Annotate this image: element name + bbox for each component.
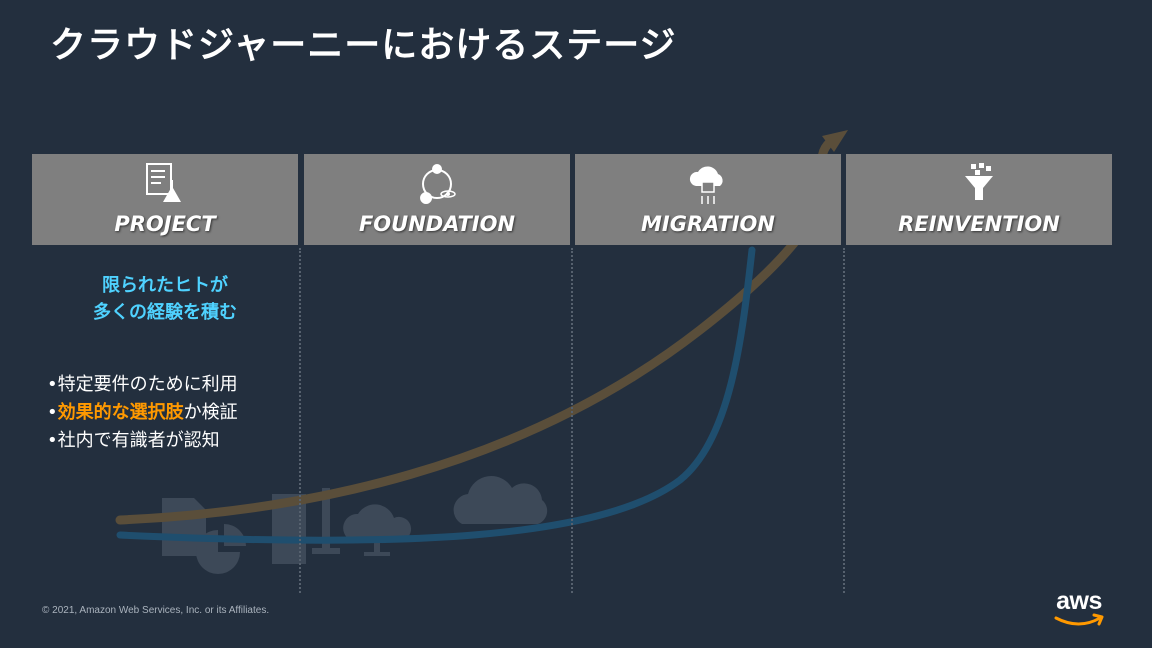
copyright-notice: © 2021, Amazon Web Services, Inc. or its…	[42, 605, 270, 616]
aws-logo-text: aws	[1056, 587, 1102, 615]
column-divider	[571, 248, 573, 593]
stage-label: FOUNDATION	[358, 212, 516, 236]
growth-arrowhead	[822, 130, 848, 152]
column-divider	[843, 248, 845, 593]
stage-foundation: FOUNDATION	[304, 154, 570, 245]
bullet-item: •特定要件のために利用	[47, 374, 238, 395]
faded-cloud-monitor-icon	[343, 504, 412, 556]
faded-cloud-icon	[453, 476, 548, 524]
bullet-highlight: 効果的な選択肢	[57, 402, 184, 423]
stage-reinvention: REINVENTION	[846, 154, 1112, 245]
stage-label: PROJECT	[114, 212, 216, 236]
steep-growth-curve	[116, 246, 756, 544]
cloud-box-icon	[689, 166, 723, 204]
funnel-icon	[965, 163, 993, 200]
document-flask-icon	[146, 163, 181, 202]
headline-line: 限られたヒトが	[102, 275, 228, 296]
bullet-suffix: か検証	[183, 402, 238, 423]
bullet-item: •社内で有識者が認知	[47, 430, 220, 451]
project-headline: 限られたヒトが 多くの経験を積む	[32, 272, 298, 326]
stage-migration: MIGRATION	[575, 154, 841, 245]
stage-label: MIGRATION	[641, 212, 775, 236]
lightbulb-atom-icon	[420, 164, 456, 204]
aws-smile-icon	[1054, 613, 1104, 626]
stage-project: PROJECT	[32, 154, 298, 245]
faded-network-icon	[312, 488, 340, 554]
column-divider	[299, 248, 301, 593]
bullet-item: •効果的な選択肢か検証	[47, 399, 238, 427]
aws-logo: aws	[1050, 587, 1108, 628]
headline-line: 多くの経験を積む	[93, 302, 237, 323]
stage-label: REINVENTION	[898, 212, 1060, 236]
bullet-prefix: •	[47, 402, 58, 423]
page-title: クラウドジャーニーにおけるステージ	[50, 25, 677, 66]
project-bullet-list: •特定要件のために利用 •効果的な選択肢か検証 •社内で有識者が認知	[47, 371, 238, 455]
